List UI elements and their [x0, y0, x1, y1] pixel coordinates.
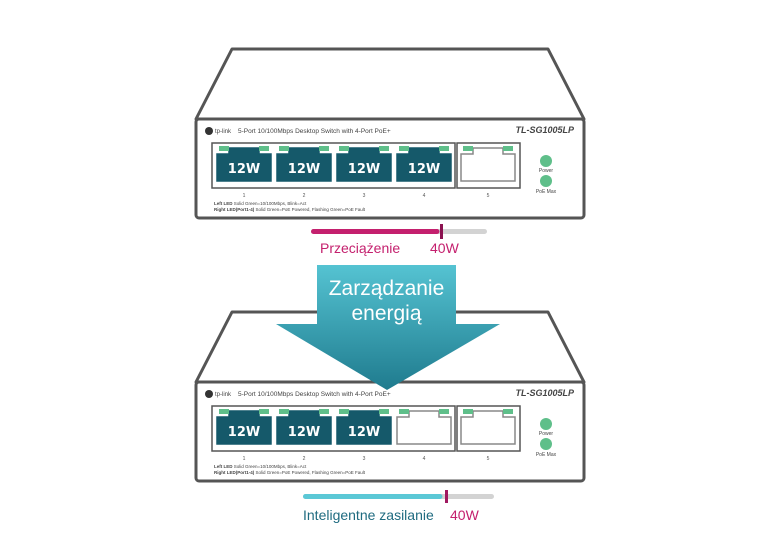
ethernet-port-5: [460, 147, 516, 182]
port-led-left-icon: [279, 146, 289, 151]
port-led-right-icon: [503, 146, 513, 151]
port-led-right-icon: [379, 409, 389, 414]
ethernet-port-2: [276, 410, 332, 445]
port-led-right-icon: [503, 409, 513, 414]
port-power-label: 12W: [228, 162, 260, 177]
ethernet-port-4: [396, 147, 452, 182]
port-power-label: 12W: [348, 425, 380, 440]
uplink-port-bank: [456, 142, 521, 189]
top-switch: tp-link 5-Port 10/100Mbps Desktop Switch …: [194, 47, 586, 220]
port-led-right-icon: [259, 409, 269, 414]
ethernet-port-4: [396, 410, 452, 445]
top-switch-lid: [194, 47, 586, 121]
port-led-left-icon: [219, 146, 229, 151]
port-number: 3: [363, 193, 366, 199]
port-led-right-icon: [319, 146, 329, 151]
brand-name: tp-link: [215, 392, 232, 398]
power-led-icon: [540, 418, 552, 430]
ethernet-port-5: [460, 410, 516, 445]
port-led-left-icon: [279, 409, 289, 414]
overload-limit-label: 40W: [430, 240, 459, 256]
port-number: 5: [487, 456, 490, 462]
port-power-label: 12W: [228, 425, 260, 440]
port-number: 5: [487, 193, 490, 199]
poe-max-led-label: PoE Max: [536, 189, 557, 195]
switch-model: TL-SG1005LP: [515, 125, 575, 135]
port-number: 1: [243, 193, 246, 199]
top-port-group: tp-link 5-Port 10/100Mbps Desktop Switch …: [205, 125, 575, 212]
overload-bar-fill: [311, 229, 440, 234]
uplink-port-bank: [456, 405, 521, 452]
port-power-label: 12W: [408, 162, 440, 177]
poe-max-led-label: PoE Max: [536, 452, 557, 458]
port-led-right-icon: [439, 409, 449, 414]
switch-description: 5-Port 10/100Mbps Desktop Switch with 4-…: [238, 128, 391, 135]
tp-link-logo-icon: [205, 127, 213, 135]
port-led-left-icon: [463, 146, 473, 151]
port-number: 4: [423, 193, 426, 199]
smart-limit-marker: [445, 490, 448, 503]
overload-label: Przeciążenie: [320, 240, 401, 256]
power-led-icon: [540, 155, 552, 167]
arrow-title: Zarządzanie energią: [317, 276, 456, 326]
port-number: 2: [303, 193, 306, 199]
smart-power-bar: [303, 490, 494, 503]
poe-port-bank: [211, 142, 456, 189]
port-led-left-icon: [399, 409, 409, 414]
poe-max-led-icon: [540, 175, 552, 187]
smart-bar-fill: [303, 494, 443, 499]
overload-limit-marker: [440, 224, 443, 239]
overload-bar: [311, 224, 487, 239]
port-led-right-icon: [439, 146, 449, 151]
ethernet-port-3: [336, 410, 392, 445]
led-legend-right: Right LED(Port1-4) Solid Green=PoE Power…: [214, 470, 366, 475]
tp-link-logo-icon: [205, 390, 213, 398]
port-led-right-icon: [319, 409, 329, 414]
switch-description: 5-Port 10/100Mbps Desktop Switch with 4-…: [238, 391, 391, 398]
port-power-label: 12W: [288, 425, 320, 440]
port-led-left-icon: [339, 146, 349, 151]
bottom-port-group: tp-link 5-Port 10/100Mbps Desktop Switch …: [205, 388, 575, 475]
port-number: 2: [303, 456, 306, 462]
port-number: 4: [423, 456, 426, 462]
power-led-label: Power: [539, 168, 554, 174]
port-led-left-icon: [399, 146, 409, 151]
port-number: 1: [243, 456, 246, 462]
port-power-label: 12W: [288, 162, 320, 177]
ethernet-port-1: [216, 410, 272, 445]
arrow-line-2: energią: [351, 302, 422, 325]
led-legend-left: Left LED Solid Green=10/100Mbps, Blink=A…: [214, 201, 307, 206]
led-legend-right: Right LED(Port1-4) Solid Green=PoE Power…: [214, 207, 366, 212]
port-led-left-icon: [219, 409, 229, 414]
led-legend-left: Left LED Solid Green=10/100Mbps, Blink=A…: [214, 464, 307, 469]
ethernet-port-2: [276, 147, 332, 182]
poe-port-bank: [211, 405, 456, 452]
power-management-arrow: [276, 265, 500, 390]
ethernet-port-3: [336, 147, 392, 182]
poe-max-led-icon: [540, 438, 552, 450]
smart-limit-label: 40W: [450, 507, 479, 523]
power-led-label: Power: [539, 431, 554, 437]
port-led-left-icon: [463, 409, 473, 414]
ethernet-port-1: [216, 147, 272, 182]
switch-model: TL-SG1005LP: [515, 388, 575, 398]
port-power-label: 12W: [348, 162, 380, 177]
port-number: 3: [363, 456, 366, 462]
smart-bar-label: Inteligentne zasilanie: [303, 507, 434, 523]
port-led-left-icon: [339, 409, 349, 414]
port-led-right-icon: [259, 146, 269, 151]
arrow-line-1: Zarządzanie: [328, 277, 445, 300]
brand-name: tp-link: [215, 129, 232, 135]
port-led-right-icon: [379, 146, 389, 151]
